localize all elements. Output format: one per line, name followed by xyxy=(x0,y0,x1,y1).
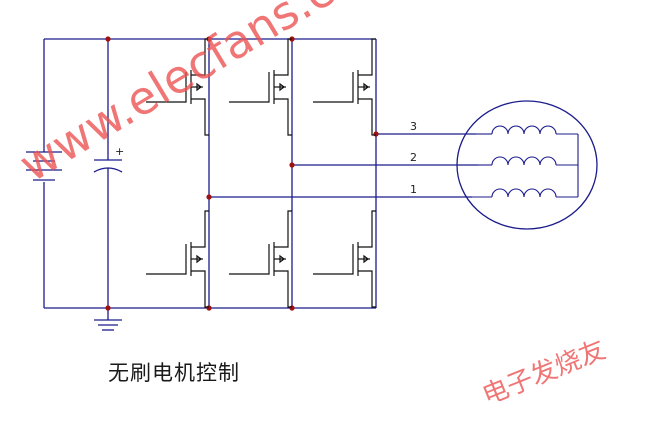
inverter-legs xyxy=(208,39,377,308)
capacitor-symbol: + xyxy=(93,39,124,308)
motor-winding-1 xyxy=(476,125,578,135)
mosfet-low-2 xyxy=(229,210,292,308)
phase-label-2: 2 xyxy=(410,151,417,164)
mosfet-low-3 xyxy=(313,210,376,308)
mosfet-high-1 xyxy=(146,38,209,136)
mosfet-low-1 xyxy=(146,210,209,308)
phase-label-3: 3 xyxy=(410,120,417,133)
motor-winding-2 xyxy=(478,156,578,166)
motor-symbol xyxy=(456,100,598,230)
ground-symbol xyxy=(94,308,122,331)
battery-symbol xyxy=(26,151,62,181)
phase-label-1: 1 xyxy=(410,183,417,196)
diagram-caption: 无刷电机控制 xyxy=(108,361,240,385)
motor-winding-3 xyxy=(472,188,578,198)
svg-text:+: + xyxy=(115,145,124,158)
mosfet-high-2 xyxy=(229,38,292,136)
phase-wires xyxy=(209,133,478,198)
mosfet-high-3 xyxy=(313,38,376,136)
